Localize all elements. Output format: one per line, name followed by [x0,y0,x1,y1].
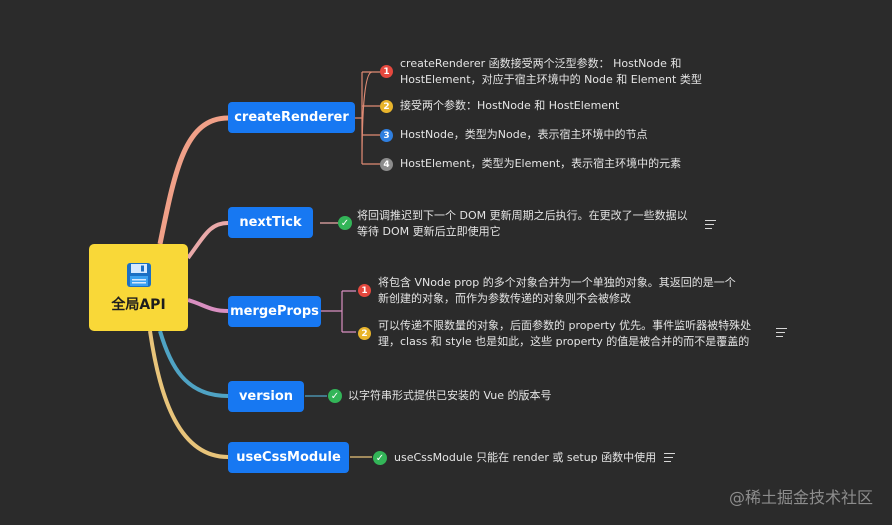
leaf-version[interactable]: 以字符串形式提供已安装的 Vue 的版本号 [348,389,552,402]
watermark: @稀土掘金技术社区 [728,488,873,507]
branch-use-css-module[interactable]: useCssModule [228,442,349,473]
leaf-create-renderer-4[interactable]: HostElement，类型为Element，表示宿主环境中的元素 [400,157,682,170]
badge-number-2-icon: 2 [380,100,393,113]
note-lines-icon[interactable] [776,328,787,340]
branch-create-renderer[interactable]: createRenderer [228,102,355,133]
note-lines-icon[interactable] [664,453,675,465]
leaf-use-css-module[interactable]: useCssModule 只能在 render 或 setup 函数中使用 [394,451,657,464]
root-node[interactable]: 全局API [89,244,188,331]
floppy-disk-icon [126,262,151,287]
leaf-merge-props-1[interactable]: 将包含 VNode prop 的多个对象合并为一个单独的对象。其返回的是一个 新… [378,275,736,307]
leaf-merge-props-2[interactable]: 可以传递不限数量的对象，后面参数的 property 优先。事件监听器被特殊处 … [378,318,751,350]
leaf-line: 理，class 和 style 也是如此，这些 property 的值是被合并的… [378,335,750,348]
leaf-line: 等待 DOM 更新后立即使用它 [357,225,501,238]
leaf-create-renderer-3[interactable]: HostNode，类型为Node，表示宿主环境中的节点 [400,128,648,141]
root-label: 全局API [111,296,166,313]
badge-number-1-icon: 1 [358,284,371,297]
leaf-line: 新创建的对象，而作为参数传递的对象则不会被修改 [378,292,631,305]
badge-number-3-icon: 3 [380,129,393,142]
leaf-create-renderer-2[interactable]: 接受两个参数：HostNode 和 HostElement [400,99,620,112]
leaf-line: 可以传递不限数量的对象，后面参数的 property 优先。事件监听器被特殊处 [378,319,752,332]
check-icon: ✓ [328,389,342,403]
leaf-next-tick[interactable]: 将回调推迟到下一个 DOM 更新周期之后执行。在更改了一些数据以 等待 DOM … [357,208,688,240]
leaf-line: HostElement，对应于宿主环境中的 Node 和 Element 类型 [400,73,702,86]
badge-number-1-icon: 1 [380,65,393,78]
leaf-line: createRenderer 函数接受两个泛型参数： HostNode 和 [400,57,682,70]
badge-number-2-icon: 2 [358,327,371,340]
branch-merge-props[interactable]: mergeProps [228,296,321,327]
check-icon: ✓ [373,451,387,465]
leaf-line: 将回调推迟到下一个 DOM 更新周期之后执行。在更改了一些数据以 [357,209,688,222]
leaf-line: 将包含 VNode prop 的多个对象合并为一个单独的对象。其返回的是一个 [378,276,736,289]
branch-version[interactable]: version [228,381,304,412]
check-icon: ✓ [338,216,352,230]
branch-next-tick[interactable]: nextTick [228,207,313,238]
leaf-create-renderer-1[interactable]: createRenderer 函数接受两个泛型参数： HostNode 和 Ho… [400,56,702,88]
note-lines-icon[interactable] [705,220,716,232]
badge-number-4-icon: 4 [380,158,393,171]
